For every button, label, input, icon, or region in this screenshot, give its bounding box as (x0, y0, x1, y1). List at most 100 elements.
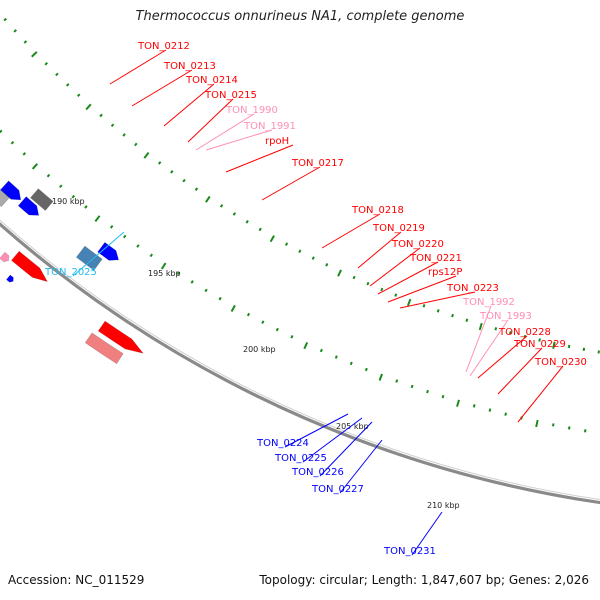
gene-ton-0226 (29, 188, 54, 212)
ruler-tick (0, 129, 3, 134)
ruler-tick (472, 404, 476, 408)
ruler-tick (298, 249, 302, 254)
gene-label-ton-0220: TON_0220 (391, 239, 444, 250)
ruler-tick (567, 344, 571, 349)
ruler-tick (378, 373, 383, 381)
leader-line (261, 166, 321, 201)
leader-line (321, 213, 381, 249)
leader-line (163, 83, 215, 127)
gene-label-rps12p: rps12P (428, 267, 462, 278)
ruler-tick (284, 242, 289, 246)
ruler-tick (364, 367, 368, 372)
gene-label-ton-0225: TON_0225 (274, 453, 327, 464)
ruler-tick (394, 293, 398, 297)
ruler-tick (582, 347, 586, 351)
ruler-tick (597, 350, 600, 354)
leader-line (225, 144, 294, 173)
leader-line (387, 275, 457, 303)
ruler-tick (395, 379, 399, 383)
leader-line (284, 413, 349, 448)
ruler-tick (46, 173, 51, 178)
ruler-label-190-kbp: 190 kbp (52, 197, 85, 206)
ruler-tick (219, 204, 224, 208)
map-title: Thermococcus onnurineus NA1, complete ge… (135, 9, 465, 24)
ruler-tick (441, 394, 445, 399)
ruler-tick (426, 389, 429, 394)
gene-label-ton-0219: TON_0219 (372, 223, 425, 234)
gene-ton-0231 (97, 241, 120, 261)
ruler-tick (85, 103, 92, 111)
ruler-tick (44, 61, 48, 66)
gene-label-ton-0214: TON_0214 (185, 75, 238, 86)
gene-ton-0224 (0, 180, 22, 201)
gene-label-ton-1993: TON_1993 (479, 311, 532, 322)
ruler-tick (303, 341, 309, 350)
ruler-tick (538, 338, 541, 342)
ruler-tick (84, 205, 88, 209)
gene-label-ton-1990: TON_1990 (225, 105, 278, 116)
ruler-tick (551, 423, 555, 427)
ruler-tick (94, 215, 101, 222)
ruler-tick (311, 256, 315, 260)
ruler-tick (31, 51, 38, 58)
ruler-tick (3, 17, 7, 22)
ruler-tick (269, 235, 275, 243)
leader-line (377, 261, 439, 295)
ruler-tick (59, 184, 63, 189)
ruler-tick (31, 163, 39, 170)
ruler-tick (205, 195, 211, 203)
ruler-tick (232, 212, 236, 216)
gene-label-ton-0221: TON_0221 (409, 253, 462, 264)
ruler-tick (494, 327, 498, 331)
ruler-label-210-kbp: 210 kbp (427, 501, 460, 510)
ruler-tick (552, 341, 556, 349)
ruler-tick (451, 313, 454, 318)
gene-label-ton-0212: TON_0212 (137, 41, 190, 52)
backbone-inner-arc (0, 219, 600, 500)
gene-label-ton-2025: TON_2025 (44, 267, 97, 278)
ruler-tick (456, 399, 460, 407)
ruler-tick (488, 408, 492, 412)
ruler-tick (194, 187, 199, 192)
ruler-tick (406, 298, 412, 307)
leader-line (399, 291, 476, 309)
leader-line (477, 335, 528, 379)
genome-summary: Topology: circular; Length: 1,847,607 bp… (259, 573, 589, 587)
backbone-outer-arc (0, 222, 600, 505)
ruler-tick (204, 288, 208, 293)
leader-line (302, 417, 363, 463)
ruler-tick (504, 412, 507, 416)
ruler-tick (122, 133, 126, 137)
ruler-tick (65, 83, 70, 87)
leader-line (109, 49, 167, 85)
ruler-tick (436, 309, 440, 313)
accession-label: Accession: NC_011529 (8, 573, 145, 587)
ruler-tick (230, 304, 236, 312)
ruler-tick (245, 219, 249, 224)
ruler-tick (380, 287, 384, 292)
gene-label-ton-1991: TON_1991 (243, 121, 296, 132)
leader-line (339, 439, 383, 494)
gene-ton-0230 (84, 332, 124, 365)
gene-ton-0225 (17, 196, 40, 216)
ruler-tick (136, 244, 140, 248)
gene-label-ton-0224: TON_0224 (256, 438, 309, 449)
ruler-tick (190, 280, 194, 284)
leader-line (357, 231, 402, 269)
ruler-tick (22, 152, 27, 156)
gene-label-ton-0229: TON_0229 (513, 339, 566, 350)
ruler-tick (410, 384, 414, 389)
ruler-tick (10, 140, 15, 145)
ruler-tick (55, 72, 59, 77)
ruler-tick (109, 225, 114, 229)
gene-label-ton-0228: TON_0228 (498, 327, 551, 338)
ruler-tick (366, 281, 370, 286)
ruler-tick (23, 40, 28, 44)
ruler-tick (123, 234, 127, 239)
ruler-tick (567, 426, 571, 430)
gene-label-ton-0217: TON_0217 (291, 158, 344, 169)
leader-line (517, 365, 564, 423)
ruler-tick (337, 269, 342, 277)
